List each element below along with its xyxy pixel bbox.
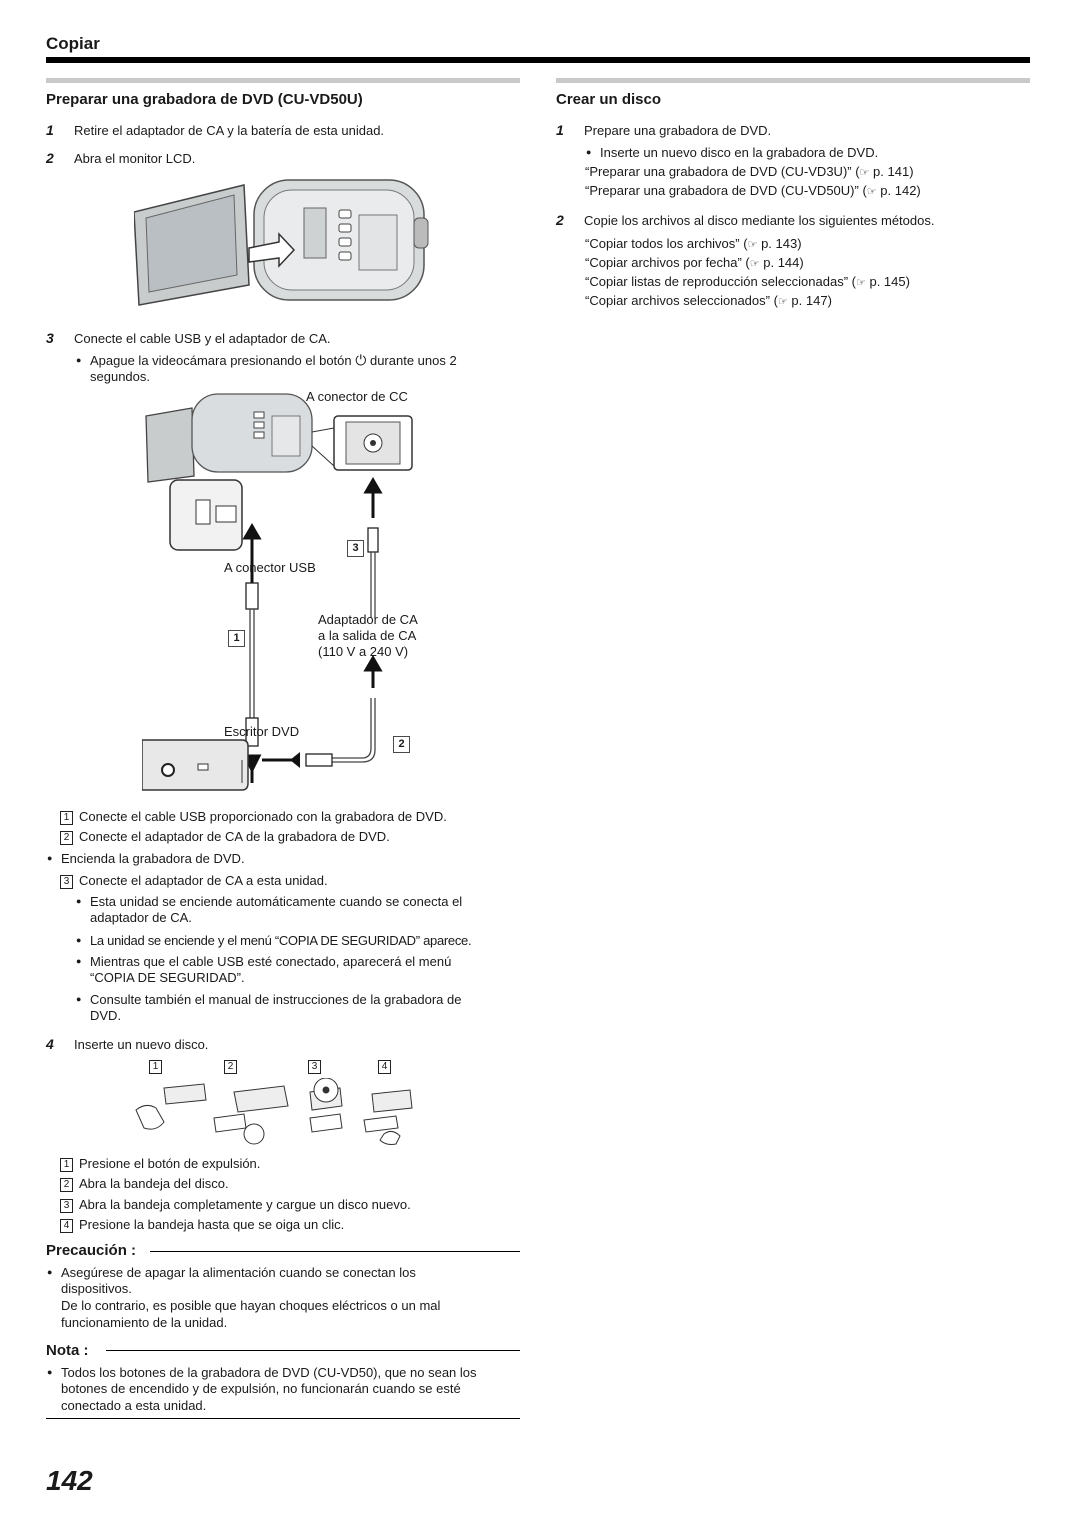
caution-title: Precaución :: [46, 1242, 137, 1259]
pointing-hand-icon: ☞: [747, 239, 758, 251]
ref-link-cu-vd3u[interactable]: “Preparar una grabadora de DVD (CU-VD3U)…: [585, 164, 914, 179]
note-line-1: Todos los botones de la grabadora de DVD…: [47, 1364, 477, 1381]
dvd-writer-label: Escritor DVD: [224, 724, 300, 739]
dc-connector-label: A conector de CC: [306, 389, 408, 404]
usb-connector-label: A conector USB: [224, 560, 316, 575]
after-bullet-4: Consulte también el manual de instruccio…: [76, 991, 461, 1008]
pointing-hand-icon: ☞: [859, 167, 870, 179]
page-number: 142: [46, 1465, 93, 1496]
right-body: 1 Prepare una grabadora de DVD. Inserte …: [556, 118, 1030, 318]
pointing-hand-icon: ☞: [777, 296, 788, 308]
after-bullet-3-cont: “COPIA DE SEGURIDAD”.: [90, 970, 245, 985]
ref-link-copy-selected[interactable]: “Copiar archivos seleccionados” (☞ p. 14…: [585, 293, 832, 308]
callout-2: 2: [393, 736, 410, 753]
section-rule-right: [556, 78, 1030, 83]
right-column: Crear un disco: [556, 78, 1030, 108]
power-on-bullet: Encienda la grabadora de DVD.: [47, 850, 245, 867]
section-title: Preparar una grabadora de DVD (CU-VD50U): [46, 91, 363, 108]
section-title-right: Crear un disco: [556, 91, 662, 108]
note-rule: [106, 1350, 520, 1351]
pointing-hand-icon: ☞: [749, 258, 760, 270]
caution-line-1: Asegúrese de apagar la alimentación cuan…: [47, 1264, 416, 1281]
step3-bullet-cont: segundos.: [90, 369, 150, 384]
ac-adapter-label-3: (110 V a 240 V): [318, 644, 409, 659]
note-line-2: botones de encendido y de expulsión, no …: [61, 1381, 461, 1396]
callout-1: 1: [228, 630, 245, 647]
note-line-3: conectado a esta unidad.: [61, 1398, 207, 1413]
pointing-hand-icon: ☞: [866, 186, 877, 198]
after-bullet-1: Esta unidad se enciende automáticamente …: [76, 893, 462, 910]
power-icon: ⏻: [355, 352, 367, 368]
ref-link-copy-all[interactable]: “Copiar todos los archivos” (☞ p. 143): [585, 236, 802, 251]
ref-link-copy-playlists[interactable]: “Copiar listas de reproducción seleccion…: [585, 274, 910, 289]
left-column: Preparar una grabadora de DVD (CU-VD50U): [46, 78, 520, 108]
after-bullet-1-cont: adaptador de CA.: [90, 910, 192, 925]
disc-step-label-1: 1: [149, 1060, 162, 1074]
after-bullet-2: La unidad se enciende y el menú “COPIA D…: [76, 932, 472, 949]
caution-line-4: funcionamiento de la unidad.: [61, 1315, 228, 1330]
step3-bullet: Apague la videocámara presionando el bot…: [76, 352, 457, 369]
note-title: Nota :: [46, 1342, 89, 1359]
ac-adapter-label-1: Adaptador de CA: [318, 612, 418, 627]
page-header-title: Copiar: [46, 34, 100, 53]
disc-step-label-4: 4: [378, 1060, 391, 1074]
camcorder-open-lcd-illustration: [134, 179, 429, 306]
right-step1-bullet: Inserte un nuevo disco en la grabadora d…: [586, 144, 878, 161]
connection-diagram: [142, 393, 413, 791]
caution-line-3: De lo contrario, es posible que hayan ch…: [61, 1298, 441, 1313]
section-rule: [46, 78, 520, 83]
note-bottom-rule: [46, 1418, 520, 1419]
after-bullet-4-cont: DVD.: [90, 1008, 122, 1023]
callout-3: 3: [347, 540, 364, 557]
ac-adapter-label-2: a la salida de CA: [318, 628, 417, 643]
disc-step-label-2: 2: [224, 1060, 237, 1074]
header-rule: [46, 57, 1030, 63]
ref-link-copy-by-date[interactable]: “Copiar archivos por fecha” (☞ p. 144): [585, 255, 804, 270]
caution-line-2: dispositivos.: [61, 1281, 132, 1296]
disc-step-label-3: 3: [308, 1060, 321, 1074]
pointing-hand-icon: ☞: [855, 277, 866, 289]
left-body: 1 Retire el adaptador de CA y la batería…: [46, 118, 520, 1438]
disc-insert-illustration: [135, 1078, 413, 1145]
ref-link-cu-vd50u[interactable]: “Preparar una grabadora de DVD (CU-VD50U…: [585, 183, 921, 198]
caution-rule: [150, 1251, 520, 1252]
after-bullet-3: Mientras que el cable USB esté conectado…: [76, 953, 451, 970]
